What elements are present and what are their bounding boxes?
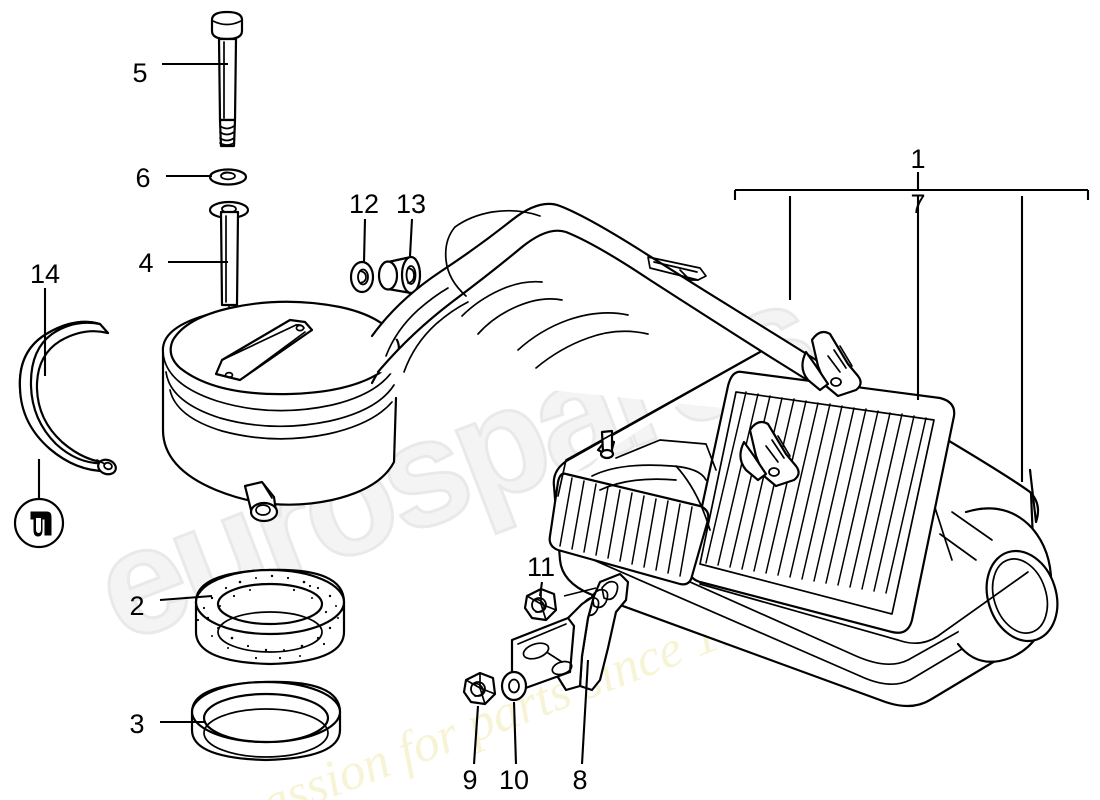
filter-pleats-secondary [559, 477, 693, 577]
callout-label-12: 12 [349, 189, 379, 219]
callout-label-2: 2 [129, 591, 144, 621]
part-14-edge-seal-strip [18, 320, 117, 476]
callout-label-3: 3 [129, 709, 144, 739]
leader-13 [408, 218, 414, 257]
callout-label-7: 7 [910, 189, 925, 219]
callout-label-6: 6 [135, 163, 150, 193]
callout-label-1: 1 [910, 144, 925, 174]
part-12-rubber-grommet [349, 260, 375, 294]
callout-label-11: 11 [527, 552, 555, 582]
leader-9 [472, 705, 480, 765]
part-11-lock-nut-upper [523, 587, 597, 622]
callout-label-10: 10 [499, 765, 529, 795]
part-5-hex-head-bolt [210, 10, 244, 148]
callout-label-8: 8 [572, 765, 587, 795]
callout-label-9: 9 [462, 765, 477, 795]
part-10-flat-washer [500, 670, 528, 702]
callout-label-13: 13 [396, 189, 426, 219]
callout-labels: 5 6 4 14 12 13 2 3 11 9 10 8 1 7 [30, 58, 926, 795]
leader-lines [43, 62, 1090, 765]
leader-2 [159, 594, 213, 602]
part-2-foam-seal-ring [194, 568, 346, 666]
filter-pleats-main [705, 391, 927, 594]
callout-label-4: 4 [138, 248, 153, 278]
detail-callout-a [13, 459, 65, 549]
part-6-washer [208, 168, 248, 186]
leader-11 [538, 581, 544, 597]
leader-12 [362, 218, 367, 263]
filter-retaining-clip-lower [739, 420, 800, 488]
leader-8 [580, 659, 590, 765]
part-4-long-bolt [208, 200, 250, 375]
foam-texture-speckles [196, 574, 343, 660]
leader-10 [512, 701, 518, 765]
callout-label-5: 5 [132, 58, 147, 88]
part-8-mounting-bracket [510, 572, 630, 692]
part-9-lock-nut-lower [462, 671, 497, 706]
part-13-spacer-bushing [377, 255, 422, 295]
filter-retaining-clip-upper [801, 330, 862, 398]
callout-label-14: 14 [30, 259, 60, 289]
part-3-gasket-ring [190, 680, 342, 762]
